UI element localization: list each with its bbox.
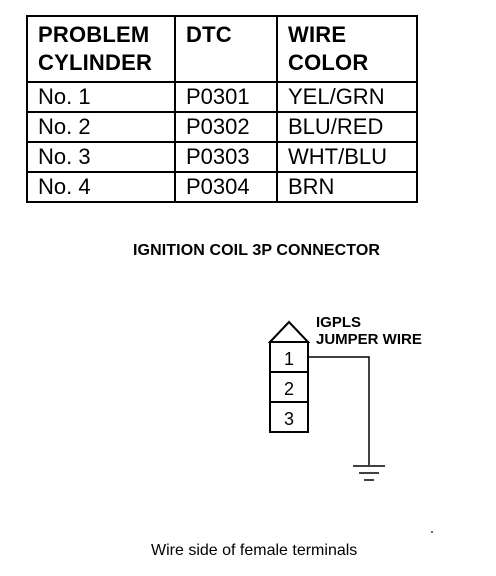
terminal-number-2: 2 bbox=[284, 379, 294, 399]
table-row: No. 2 P0302 BLU/RED bbox=[26, 111, 418, 143]
cell-cylinder: No. 4 bbox=[26, 171, 176, 203]
jumper-wire bbox=[308, 356, 370, 465]
cell-wire-color: WHT/BLU bbox=[276, 141, 418, 173]
cell-cylinder: No. 2 bbox=[26, 111, 176, 143]
header-wire-line1: WIRE bbox=[288, 22, 347, 47]
jumper-label-line1: IGPLS bbox=[316, 314, 362, 331]
stray-mark bbox=[431, 531, 433, 533]
terminal-cell-1 bbox=[269, 341, 309, 373]
cell-dtc: P0303 bbox=[174, 141, 278, 173]
connector-key bbox=[267, 320, 311, 343]
cell-wire-color: BLU/RED bbox=[276, 111, 418, 143]
cell-cylinder: No. 3 bbox=[26, 141, 176, 173]
table-header-row: PROBLEM CYLINDER DTC WIRE COLOR bbox=[26, 15, 418, 83]
cell-dtc: P0301 bbox=[174, 81, 278, 113]
connector-housing bbox=[267, 320, 311, 433]
header-dtc: DTC bbox=[174, 15, 278, 83]
jumper-label-line2: JUMPER WIRE bbox=[316, 331, 422, 348]
cell-dtc: P0304 bbox=[174, 171, 278, 203]
terminal-number-1: 1 bbox=[284, 349, 294, 369]
header-cylinder-line2: CYLINDER bbox=[38, 50, 153, 75]
terminal-cell-2 bbox=[269, 371, 309, 403]
jumper-wire-label: IGPLS JUMPER WIRE bbox=[316, 314, 422, 348]
diagram-caption: Wire side of female terminals bbox=[151, 542, 358, 559]
header-cylinder-line1: PROBLEM bbox=[38, 22, 150, 47]
terminal-cell-3 bbox=[269, 401, 309, 433]
cell-wire-color: YEL/GRN bbox=[276, 81, 418, 113]
cell-cylinder: No. 1 bbox=[26, 81, 176, 113]
table-row: No. 1 P0301 YEL/GRN bbox=[26, 81, 418, 113]
table-row: No. 3 P0303 WHT/BLU bbox=[26, 141, 418, 173]
dtc-table: PROBLEM CYLINDER DTC WIRE COLOR No. 1 P0… bbox=[26, 15, 418, 203]
table-row: No. 4 P0304 BRN bbox=[26, 171, 418, 203]
cell-dtc: P0302 bbox=[174, 111, 278, 143]
connector-title: IGNITION COIL 3P CONNECTOR bbox=[133, 242, 381, 259]
ground-symbol-icon bbox=[353, 465, 385, 481]
header-wire-color: WIRE COLOR bbox=[276, 15, 418, 83]
terminal-number-3: 3 bbox=[284, 409, 294, 429]
header-wire-line2: COLOR bbox=[288, 50, 369, 75]
header-problem-cylinder: PROBLEM CYLINDER bbox=[26, 15, 176, 83]
cell-wire-color: BRN bbox=[276, 171, 418, 203]
header-dtc-label: DTC bbox=[186, 22, 232, 47]
